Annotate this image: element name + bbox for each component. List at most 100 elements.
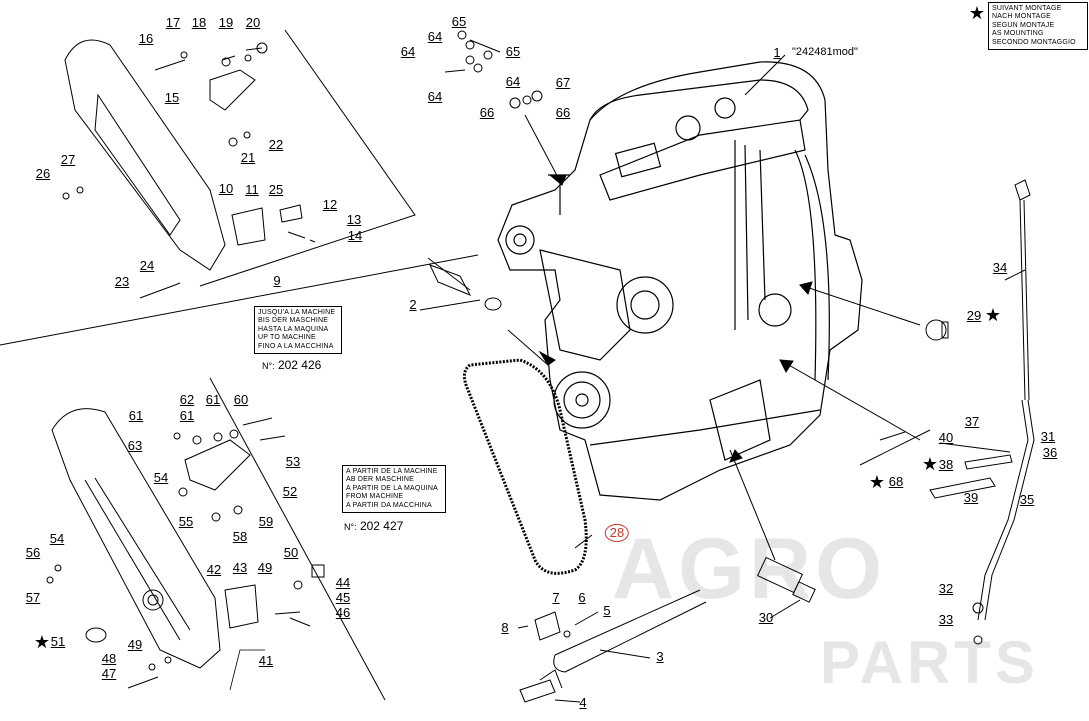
bracket-68	[929, 477, 996, 499]
callout-1: 1	[773, 45, 781, 60]
note-line: FROM MACHINE	[346, 493, 404, 501]
legend-line: SEGUN MONTAJE	[992, 21, 1055, 29]
ref-prefix: N°:	[344, 522, 357, 532]
star-51-icon: ★	[33, 632, 51, 652]
callout-53: 53	[285, 454, 301, 469]
note-line: A PARTIR DA MACCHINA	[346, 501, 432, 509]
callout-58: 58	[232, 529, 248, 544]
callout-33: 33	[938, 612, 954, 627]
note-up-to-machine: JUSQU'A LA MACHINE BIS DER MASCHINE HAST…	[254, 306, 342, 355]
callout-43: 43	[232, 560, 248, 575]
sensor-part-30	[756, 556, 816, 603]
callout-61: 61	[128, 408, 144, 423]
ref-up-to: N°: 202 426	[262, 358, 321, 372]
arrow-to-bracket	[524, 114, 563, 186]
callout-32: 32	[938, 581, 954, 596]
callout-4: 4	[579, 695, 587, 710]
callout-64: 64	[427, 89, 443, 104]
callout-5: 5	[603, 603, 611, 618]
callout-16: 16	[138, 31, 154, 46]
callout-52: 52	[282, 484, 298, 499]
note-line: JUSQU'A LA MACHINE	[258, 309, 336, 316]
callout-30: 30	[758, 610, 774, 625]
legend-line: SECONDO MONTAGGIO	[992, 38, 1076, 46]
callout-49: 49	[257, 560, 273, 575]
callout-13: 13	[346, 212, 362, 227]
callout-65: 65	[505, 44, 521, 59]
callout-65: 65	[451, 14, 467, 29]
arrow-to-pulley	[507, 329, 549, 366]
callout-68: 68	[888, 474, 904, 489]
callout-50: 50	[283, 545, 299, 560]
drive-belt	[463, 358, 588, 575]
callout-61: 61	[179, 408, 195, 423]
o-ring	[484, 297, 502, 311]
washers-64-67	[444, 30, 543, 109]
note-line: UP TO MACHINE	[258, 334, 316, 342]
callout-54: 54	[153, 470, 169, 485]
star-29-icon: ★	[984, 305, 1002, 325]
dipstick-34	[1014, 179, 1031, 401]
callout-66: 66	[555, 105, 571, 120]
callout-35: 35	[1019, 492, 1035, 507]
note-line: A PARTIR DE LA MACHINE	[346, 468, 438, 475]
legend-star-icon: ★	[968, 3, 986, 23]
callout-7: 7	[552, 590, 560, 605]
callout-64: 64	[505, 74, 521, 89]
callout-25: 25	[268, 182, 284, 197]
leader-2	[427, 257, 471, 291]
callout-61: 61	[205, 392, 221, 407]
callout-34: 34	[992, 260, 1008, 275]
callout-42: 42	[206, 562, 222, 577]
callout-20: 20	[245, 15, 261, 30]
callout-36: 36	[1042, 445, 1058, 460]
callout-31: 31	[1040, 429, 1056, 444]
callout-28: 28	[604, 524, 630, 542]
callout-38: 38	[938, 457, 954, 472]
callout-51: 51	[50, 634, 66, 649]
callout-15: 15	[164, 90, 180, 105]
upper-bracket-parts	[62, 39, 316, 299]
engine-block	[497, 61, 863, 501]
callout-24: 24	[139, 258, 155, 273]
callout-27: 27	[60, 152, 76, 167]
callout-23: 23	[114, 274, 130, 289]
callout-66: 66	[479, 105, 495, 120]
ref-from: N°: 202 427	[344, 519, 403, 533]
upper-bracket-group-outline	[199, 29, 416, 287]
note-from-machine: A PARTIR DE LA MACHINE AB DER MASCHINE A…	[342, 465, 446, 514]
star-68-icon: ★	[868, 472, 886, 492]
dipstick-tube-31	[977, 399, 1035, 621]
hose-3	[554, 589, 707, 673]
ref-number: 202 426	[277, 358, 322, 372]
callout-21: 21	[240, 150, 256, 165]
callout-8: 8	[501, 620, 509, 635]
clamp-7	[534, 611, 561, 641]
callout-60: 60	[233, 392, 249, 407]
note-line: A PARTIR DE LA MAQUINA	[346, 484, 439, 492]
callout-12: 12	[322, 197, 338, 212]
callout-55: 55	[178, 514, 194, 529]
note-line: AB DER MASCHINE	[346, 476, 414, 484]
callout-3: 3	[656, 649, 664, 664]
bracket-38	[964, 454, 1013, 470]
callout-18: 18	[191, 15, 207, 30]
arrow-from-dipstick	[779, 359, 921, 441]
callout-6: 6	[578, 590, 586, 605]
divider-line-upper	[0, 254, 479, 346]
legend-line: NACH MONTAGE	[992, 13, 1052, 21]
engine-model-label: "242481mod"	[792, 46, 858, 58]
star-38-icon: ★	[921, 454, 939, 474]
legend-line: AS MOUNTING	[992, 30, 1044, 38]
arrow-from-29	[799, 284, 921, 326]
fitting-4	[519, 669, 563, 703]
callout-62: 62	[179, 392, 195, 407]
callout-22: 22	[268, 137, 284, 152]
ref-prefix: N°:	[262, 361, 275, 371]
callout-56: 56	[25, 545, 41, 560]
callout-10: 10	[218, 181, 234, 196]
callout-47: 47	[101, 666, 117, 681]
callout-37: 37	[964, 414, 980, 429]
callout-19: 19	[218, 15, 234, 30]
